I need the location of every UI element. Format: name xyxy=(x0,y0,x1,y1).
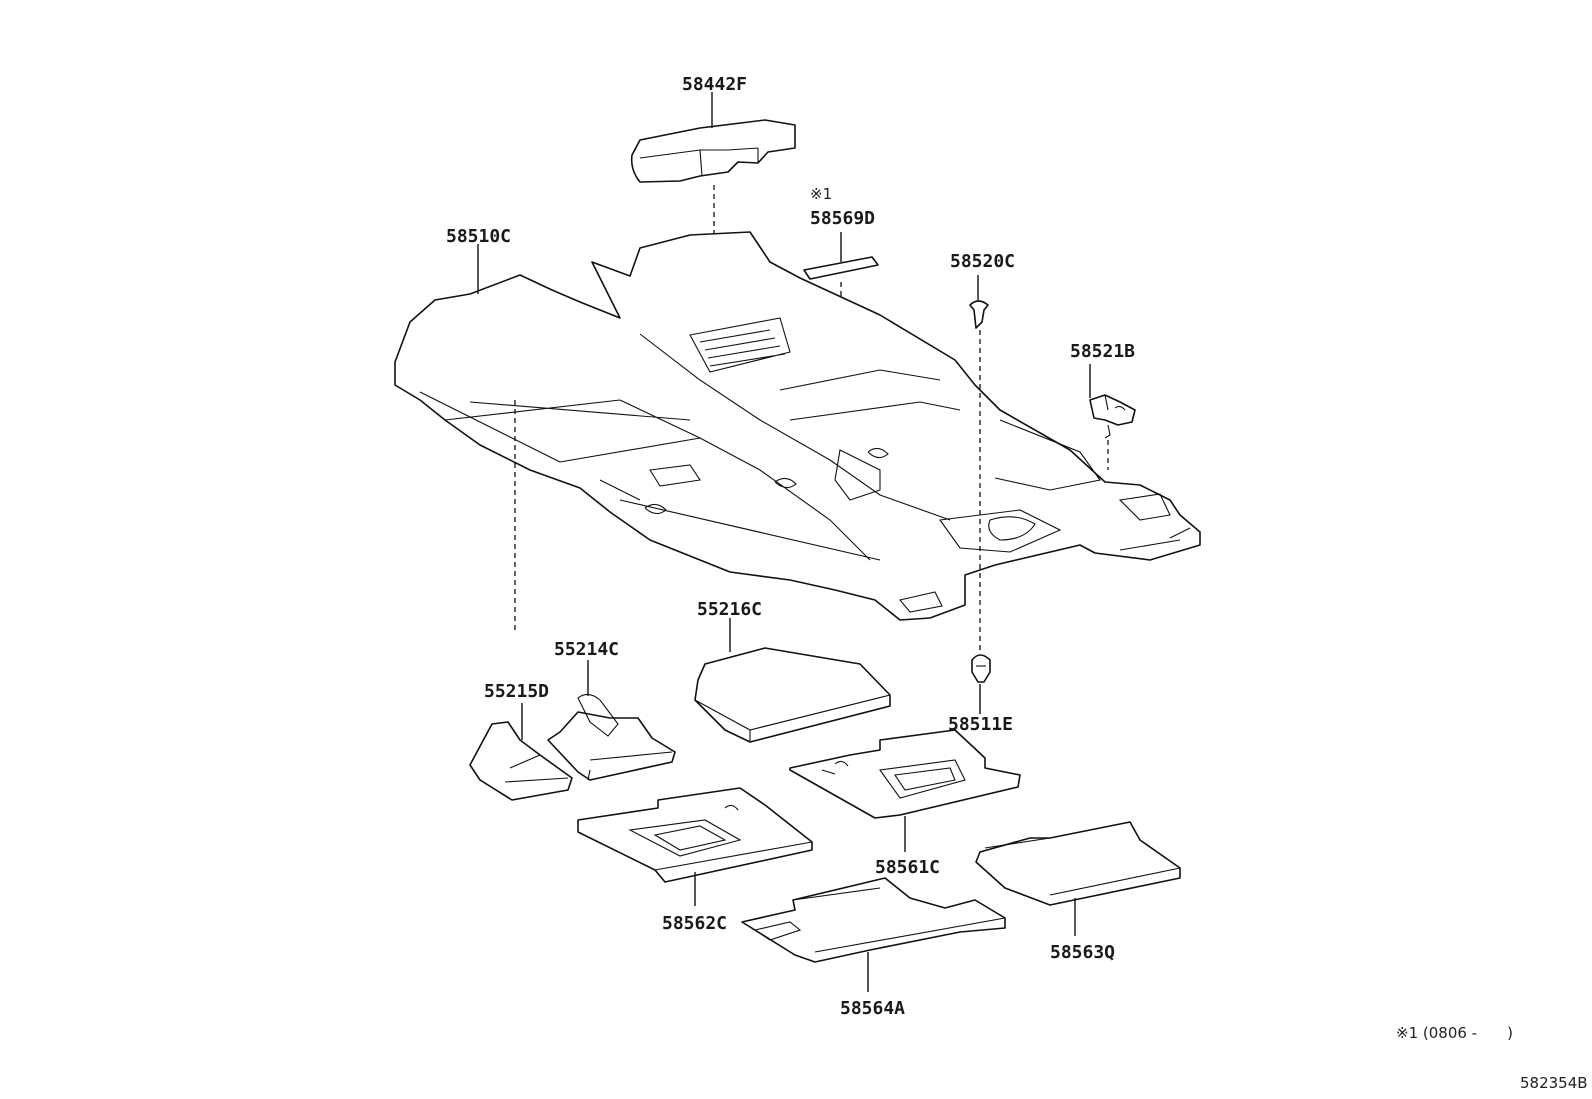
diagram-id: 582354B xyxy=(1520,1074,1588,1092)
part-58569D-strip[interactable] xyxy=(803,256,879,280)
label-58442F: 58442F xyxy=(682,74,747,95)
label-58562C: 58562C xyxy=(662,913,727,934)
part-58442F-console-cover[interactable] xyxy=(630,119,796,183)
label-58561C: 58561C xyxy=(875,857,940,878)
part-58510C-floor-carpet[interactable] xyxy=(394,231,1201,621)
label-55216C: 55216C xyxy=(697,599,762,620)
part-58520C-clip[interactable] xyxy=(969,300,989,329)
part-58563Q-mat[interactable] xyxy=(975,821,1181,906)
part-55215D-pad[interactable] xyxy=(469,721,573,801)
label-58563Q: 58563Q xyxy=(1050,942,1115,963)
part-58511E-clip[interactable] xyxy=(971,654,991,683)
footnote: ※1 (0806 - ) xyxy=(1396,1024,1513,1042)
label-55214C: 55214C xyxy=(554,639,619,660)
part-55214C-pad[interactable] xyxy=(547,693,676,781)
label-55215D: 55215D xyxy=(484,681,549,702)
part-58564A-mat[interactable] xyxy=(741,877,1006,963)
part-55216C-pad[interactable] xyxy=(694,647,891,743)
label-58520C: 58520C xyxy=(950,251,1015,272)
label-58510C: 58510C xyxy=(446,226,511,247)
part-58521B-bracket[interactable] xyxy=(1089,394,1136,439)
part-58562C-mat[interactable] xyxy=(577,787,813,883)
label-58569D: 58569D xyxy=(810,208,875,229)
label-58521B: 58521B xyxy=(1070,341,1135,362)
label-58511E: 58511E xyxy=(948,714,1013,735)
label-58564A: 58564A xyxy=(840,998,905,1019)
note-mark-58569D: ※1 xyxy=(810,185,832,203)
part-58561C-mat[interactable] xyxy=(789,729,1021,819)
